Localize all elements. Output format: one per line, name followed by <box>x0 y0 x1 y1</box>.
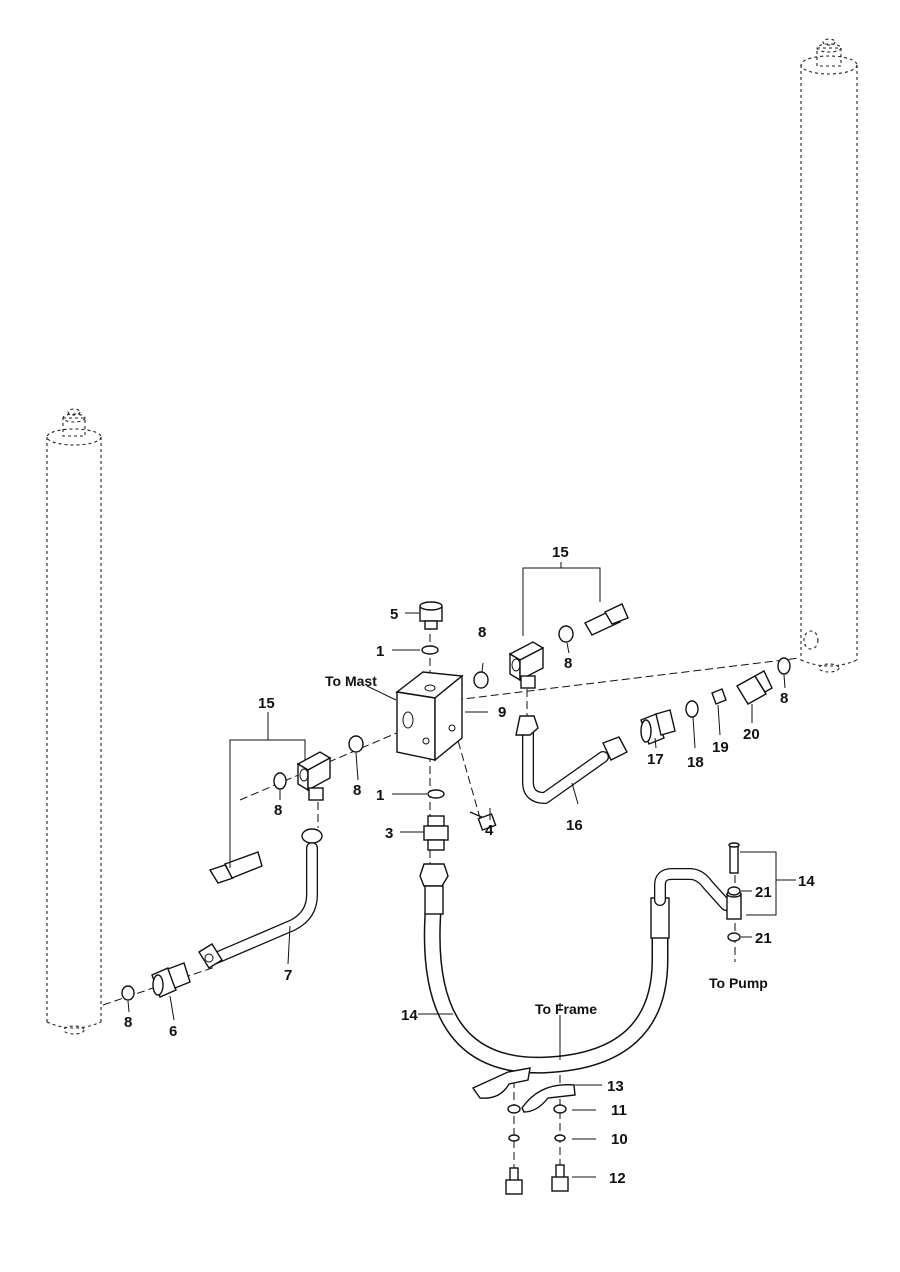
callout-17: 17 <box>647 751 664 768</box>
callout-1-upper: 1 <box>376 643 384 660</box>
plug-5 <box>419 601 443 630</box>
tube-16 <box>515 715 628 804</box>
o-ring-1-upper <box>421 645 439 655</box>
callout-21-lower: 21 <box>755 930 772 947</box>
callout-8-left-cylinder: 8 <box>124 1014 132 1031</box>
adapter-20 <box>736 670 773 705</box>
adapter-6 <box>151 962 191 998</box>
valve-block <box>395 671 464 762</box>
washer-21-lower <box>727 932 741 942</box>
callout-8-left-bolt: 8 <box>274 802 282 819</box>
callout-7: 7 <box>284 967 292 984</box>
callout-1-lower: 1 <box>376 787 384 804</box>
callout-11: 11 <box>611 1102 627 1119</box>
washer-11-right <box>553 1104 567 1114</box>
right-banjo-fitting <box>508 641 545 689</box>
callout-9: 9 <box>498 704 506 721</box>
lockwasher-10-left <box>508 1134 520 1142</box>
callout-5: 5 <box>390 606 398 623</box>
callout-13: 13 <box>607 1078 624 1095</box>
hose-swivel-14 <box>726 842 742 920</box>
callout-14-swivel: 14 <box>798 873 815 890</box>
callout-8-left-block: 8 <box>353 782 361 799</box>
hose-clamp-left <box>471 1067 531 1099</box>
o-ring-18 <box>685 700 699 718</box>
washer-8-right-cylinder <box>777 657 791 675</box>
callout-16: 16 <box>566 817 583 834</box>
o-ring-1-lower <box>427 789 445 799</box>
hose-clamp-right <box>521 1084 576 1113</box>
left-banjo-fitting <box>296 751 332 801</box>
note-to-frame: To Frame <box>535 1001 597 1017</box>
adapter-17 <box>640 709 676 745</box>
orifice-19 <box>711 688 727 705</box>
callout-12: 12 <box>609 1170 626 1187</box>
callout-8-right-block: 8 <box>478 624 486 641</box>
left-lift-cylinder <box>46 408 102 1035</box>
callout-20: 20 <box>743 726 760 743</box>
washer-11-left <box>507 1104 521 1114</box>
washer-8-left-block <box>348 735 364 753</box>
callout-15-right: 15 <box>552 544 569 561</box>
screw-4 <box>469 811 497 831</box>
lockwasher-10-right <box>554 1134 566 1142</box>
fitting-3 <box>423 815 449 851</box>
callout-8-right-bolt: 8 <box>564 655 572 672</box>
callout-18: 18 <box>687 754 704 771</box>
capscrew-12-left <box>505 1167 523 1195</box>
washer-8-left-cylinder <box>121 985 135 1001</box>
right-lift-cylinder <box>800 38 858 673</box>
callout-3: 3 <box>385 825 393 842</box>
callout-labels: 1 1 3 4 5 6 7 8 8 8 8 8 8 9 10 11 12 13 … <box>124 544 815 1187</box>
hose-14 <box>419 863 732 1074</box>
callout-14-hose: 14 <box>401 1007 418 1024</box>
washer-8-left-bolt <box>273 772 287 790</box>
note-to-pump: To Pump <box>709 975 768 991</box>
note-to-mast: To Mast <box>325 673 377 689</box>
callout-leaders <box>127 562 796 1178</box>
tube-7 <box>198 828 323 969</box>
callout-10: 10 <box>611 1131 628 1148</box>
washer-8-right-block <box>473 671 489 689</box>
capscrew-12-right <box>551 1164 569 1192</box>
callout-19: 19 <box>712 739 729 756</box>
callout-8-right-cylinder: 8 <box>780 690 788 707</box>
left-banjo-bolt <box>208 851 263 884</box>
right-banjo-bolt <box>584 603 629 636</box>
callout-6: 6 <box>169 1023 177 1040</box>
callout-15-left: 15 <box>258 695 275 712</box>
callout-21-upper: 21 <box>755 884 772 901</box>
washer-8-right-bolt <box>558 625 574 643</box>
washer-21-upper <box>727 886 741 896</box>
callout-4: 4 <box>485 822 494 839</box>
